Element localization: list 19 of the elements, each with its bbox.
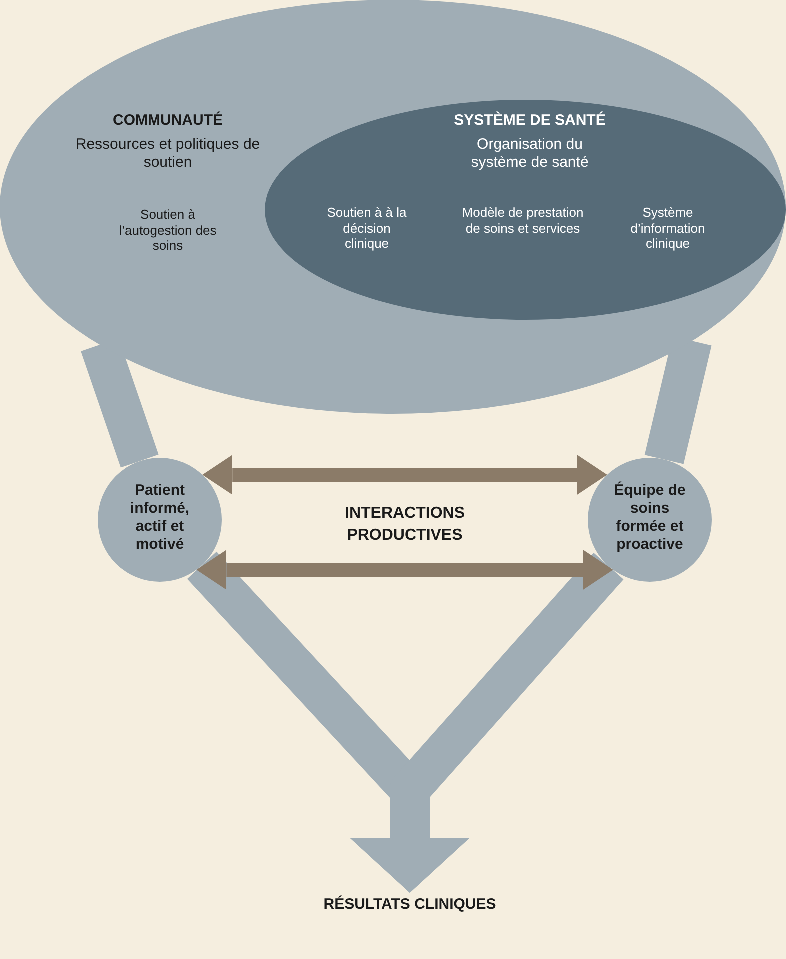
center-label: INTERACTIONS PRODUCTIVES: [344, 504, 466, 546]
subheading: Organisation du système de santé: [470, 136, 590, 172]
component-label: Modèle de prestation de soins et services: [461, 205, 585, 236]
care-team-circle: [588, 458, 712, 582]
double-arrow: [202, 455, 608, 495]
component-label: Soutien à à la décision clinique: [326, 205, 408, 252]
double-arrow: [196, 550, 614, 590]
node-label: Équipe de soins formée et proactive: [613, 482, 687, 554]
community-ellipse: [0, 0, 786, 414]
heading: SYSTÈME DE SANTÉ: [453, 112, 607, 130]
patient-circle: [98, 458, 222, 582]
node-label: Patient informé, actif et motivé: [129, 482, 191, 554]
heading: COMMUNAUTÉ: [112, 112, 224, 130]
health-system-ellipse: [265, 100, 786, 320]
subheading: Ressources et politiques de soutien: [74, 136, 262, 172]
component-label: Système d’information clinique: [630, 205, 706, 252]
component-label: Soutien à l’autogestion des soins: [118, 207, 218, 254]
outcome-label: RÉSULTATS CLINIQUES: [322, 896, 498, 914]
arrow: [350, 553, 624, 893]
